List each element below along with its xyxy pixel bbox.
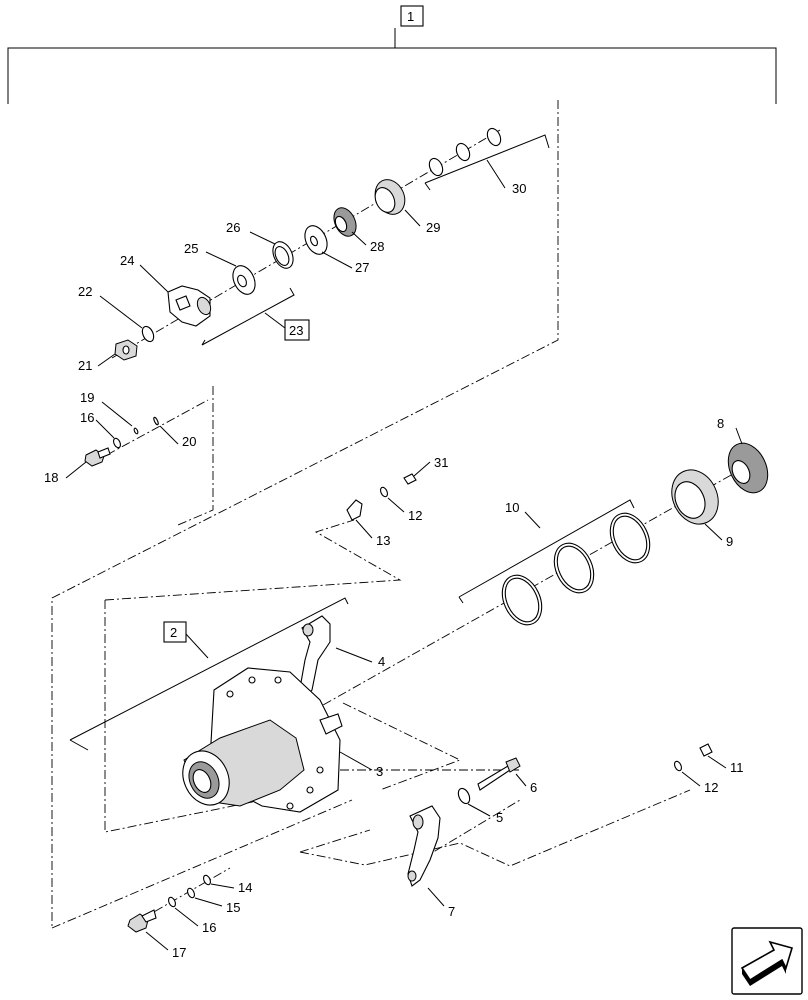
callout-31: 31 bbox=[434, 455, 448, 470]
bearing-cup-9: 9 bbox=[671, 469, 733, 549]
callout-8: 8 bbox=[717, 416, 724, 431]
callout-28: 28 bbox=[370, 239, 384, 254]
callout-22: 22 bbox=[78, 284, 92, 299]
washer-27: 27 bbox=[304, 225, 369, 275]
callout-16: 16 bbox=[80, 410, 94, 425]
callout-4: 4 bbox=[378, 654, 385, 669]
washer-25: 25 bbox=[184, 241, 256, 295]
washer-5: 5 bbox=[457, 787, 503, 825]
bearing-cup-29: 29 bbox=[374, 179, 440, 235]
callout-15: 15 bbox=[226, 900, 240, 915]
callout-24: 24 bbox=[120, 253, 134, 268]
bolt-11: 11 bbox=[699, 743, 744, 775]
yoke-24: 24 bbox=[120, 253, 212, 327]
callout-19: 19 bbox=[80, 390, 94, 405]
washer-12-upper: 12 bbox=[380, 486, 422, 523]
bearing-cone-28: 28 bbox=[333, 207, 384, 254]
callout-21: 21 bbox=[78, 358, 92, 373]
group-bracket-30: 30 bbox=[424, 134, 550, 196]
callout-25: 25 bbox=[184, 241, 198, 256]
bearing-cone-8: 8 bbox=[717, 416, 769, 494]
washer-12-lower: 12 bbox=[674, 760, 718, 795]
hub-housing-3: 3 bbox=[182, 667, 383, 813]
nut-21: 21 bbox=[78, 339, 138, 373]
callout-12-lower: 12 bbox=[704, 780, 718, 795]
callout-27: 27 bbox=[355, 260, 369, 275]
group-bracket-23: 23 bbox=[201, 287, 310, 346]
bolt-31: 31 bbox=[403, 455, 448, 485]
bearing-cap-7: 7 bbox=[407, 805, 455, 919]
seal-26: 26 bbox=[226, 220, 294, 269]
snap-ring-group bbox=[428, 127, 502, 177]
callout-box-1[interactable] bbox=[400, 5, 424, 27]
callout-16-lower: 16 bbox=[202, 920, 216, 935]
callout-29: 29 bbox=[426, 220, 440, 235]
callout-7: 7 bbox=[448, 904, 455, 919]
washer-22: 22 bbox=[78, 284, 155, 343]
callout-14: 14 bbox=[238, 880, 252, 895]
clip-13: 13 bbox=[346, 499, 390, 548]
callout-2: 2 bbox=[170, 625, 177, 640]
callout-12-upper: 12 bbox=[408, 508, 422, 523]
assembly-bracket: 1 bbox=[7, 5, 777, 104]
callout-1: 1 bbox=[407, 9, 414, 24]
next-page-arrow-icon[interactable] bbox=[731, 927, 803, 995]
shim-rings-10: 10 bbox=[458, 499, 651, 626]
bolt-6: 6 bbox=[477, 757, 537, 795]
callout-6: 6 bbox=[530, 780, 537, 795]
callout-17: 17 bbox=[172, 945, 186, 960]
callout-box-2[interactable] bbox=[163, 621, 187, 643]
assembly-frames bbox=[51, 100, 741, 929]
callout-11: 11 bbox=[730, 760, 744, 775]
grease-fitting-group-lower: 17 16 15 14 bbox=[127, 874, 252, 960]
callout-20: 20 bbox=[182, 434, 196, 449]
callout-box-23[interactable] bbox=[284, 319, 310, 341]
callout-9: 9 bbox=[726, 534, 733, 549]
callout-26: 26 bbox=[226, 220, 240, 235]
callout-23: 23 bbox=[289, 323, 303, 338]
callout-13: 13 bbox=[376, 533, 390, 548]
group-bracket-2: 2 bbox=[69, 597, 349, 751]
bearing-cap-4: 4 bbox=[299, 615, 385, 699]
callout-3: 3 bbox=[376, 764, 383, 779]
callout-30: 30 bbox=[512, 181, 526, 196]
callout-10: 10 bbox=[505, 500, 519, 515]
grease-fitting-group-upper: 18 16 19 20 bbox=[44, 390, 196, 485]
callout-18: 18 bbox=[44, 470, 58, 485]
callout-5: 5 bbox=[496, 810, 503, 825]
